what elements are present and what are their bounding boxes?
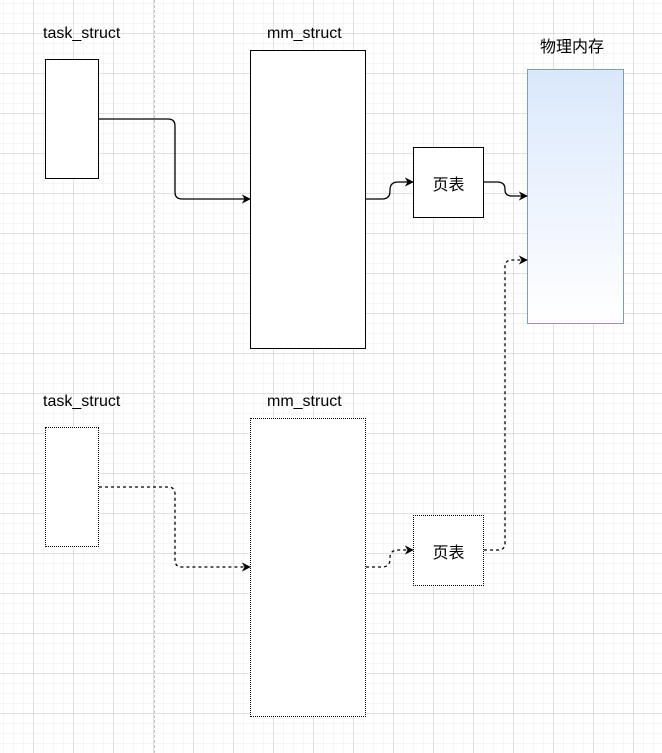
edge-mm-to-pagetable-a: [366, 177, 414, 200]
edge-task-to-mm-b: [99, 486, 251, 572]
page-divider: [154, 0, 155, 753]
physical-memory-label: 物理内存: [540, 37, 605, 56]
edge-task-to-mm-a: [99, 118, 251, 204]
edge-mm-to-pagetable-b: [366, 545, 414, 568]
mm-struct-box-b[interactable]: [250, 418, 366, 717]
task-struct-label-b: task_struct: [43, 393, 121, 410]
task-struct-label-a: task_struct: [43, 25, 121, 42]
page-table-label-b: 页表: [432, 542, 465, 562]
mm-struct-label-b: mm_struct: [267, 393, 342, 410]
mm-struct-box-a[interactable]: [250, 50, 366, 349]
page-table-box-a[interactable]: 页表: [413, 147, 484, 218]
page-table-box-b[interactable]: 页表: [413, 515, 484, 586]
physical-memory-box[interactable]: [527, 69, 624, 324]
task-struct-box-b[interactable]: [45, 427, 99, 547]
page-table-label-a: 页表: [432, 174, 465, 194]
mm-struct-label-a: mm_struct: [267, 25, 342, 42]
edge-pagetable-to-memory-a: [484, 181, 528, 201]
edge-pagetable-to-memory-b: [484, 255, 528, 551]
task-struct-box-a[interactable]: [45, 59, 99, 179]
